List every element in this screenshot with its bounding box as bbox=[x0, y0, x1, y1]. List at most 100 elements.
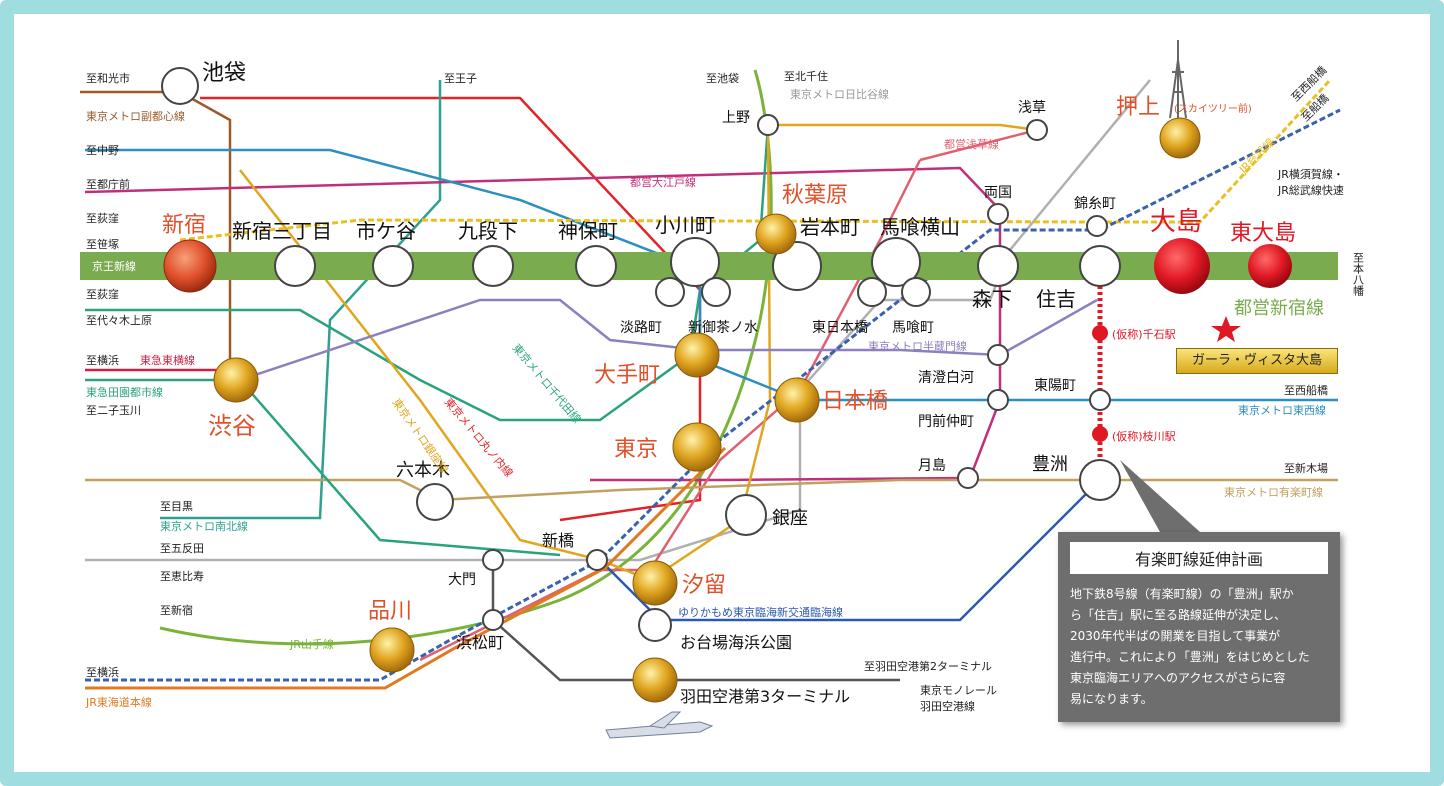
edge-nakano: 至中野 bbox=[86, 144, 119, 157]
station-shinochanomizu[interactable] bbox=[701, 277, 731, 307]
edge-yokosuka: JR横須賀線・ bbox=[1277, 167, 1344, 181]
edge-tokyu: 東急東横線 bbox=[140, 353, 195, 367]
label-oshiage: 押上 bbox=[1116, 95, 1160, 120]
label-kudanshita: 九段下 bbox=[458, 219, 518, 243]
edge-oji: 至王子 bbox=[444, 72, 477, 85]
station-oshiage[interactable] bbox=[1159, 117, 1201, 159]
edge-haneda2: 至羽田空港第2ターミナル bbox=[864, 659, 992, 673]
label-ginza: 銀座 bbox=[772, 508, 808, 529]
station-shimbashi[interactable] bbox=[586, 549, 608, 571]
edge-ebisu: 至恵比寿 bbox=[160, 569, 204, 583]
station-kudanshita[interactable] bbox=[472, 245, 514, 287]
edge-nishifunabashi2: 至西船橋 bbox=[1284, 383, 1328, 397]
station-iwamotocho[interactable] bbox=[772, 241, 822, 291]
label-nihombashi: 日本橋 bbox=[822, 389, 888, 414]
label-sumiyoshi: 住吉 bbox=[1036, 287, 1076, 311]
station-nihombashi[interactable] bbox=[774, 377, 820, 423]
station-daimon[interactable] bbox=[482, 549, 504, 571]
station-shinjuku[interactable] bbox=[163, 239, 217, 293]
edge-yokohama2: 至横浜 bbox=[86, 665, 119, 679]
station-ikebukuro[interactable] bbox=[161, 67, 199, 105]
edge-chiyoda: 東京メトロ千代田線 bbox=[510, 341, 584, 426]
station-shinjuku3[interactable] bbox=[274, 245, 316, 287]
label-toyocho: 東陽町 bbox=[1034, 378, 1076, 394]
edge-fukutoshin: 東京メトロ副都心線 bbox=[86, 109, 185, 123]
label-tsukishima: 月島 bbox=[918, 458, 946, 474]
line-hanzomon bbox=[239, 298, 1098, 382]
station-roppongi[interactable] bbox=[416, 483, 454, 521]
station-awajicho[interactable] bbox=[655, 277, 685, 307]
station-toyosu[interactable] bbox=[1079, 459, 1121, 501]
edge-marunouchi: 東京メトロ丸ノ内線 bbox=[442, 395, 516, 480]
line-hibiya bbox=[85, 79, 1151, 562]
station-higashiojima[interactable] bbox=[1248, 244, 1292, 288]
label-bakuroyokoyama: 馬喰横山 bbox=[880, 215, 960, 239]
station-edagawa[interactable] bbox=[1092, 426, 1108, 442]
station-ogawamachi[interactable] bbox=[670, 237, 720, 287]
station-monzen[interactable] bbox=[987, 389, 1009, 411]
station-odaiba[interactable] bbox=[638, 608, 672, 642]
station-kinshicho[interactable] bbox=[1086, 215, 1108, 237]
station-bakuroyokoyama[interactable] bbox=[871, 237, 921, 287]
station-shibuya[interactable] bbox=[213, 357, 259, 403]
station-ryogoku[interactable] bbox=[987, 203, 1009, 225]
note-line: 東京臨海エリアへのアクセスがさらに容 bbox=[1070, 671, 1286, 685]
edge-hanzomon: 東京メトロ半蔵門線 bbox=[868, 339, 967, 353]
label-ojima: 大島 bbox=[1150, 207, 1202, 237]
edge-yoyogi: 至代々木上原 bbox=[86, 314, 152, 327]
label-shibuya: 渋谷 bbox=[208, 412, 256, 440]
label-otemachi: 大手町 bbox=[594, 363, 660, 388]
extension-note: 有楽町線延伸計画 地下鉄8号線（有楽町線）の「豊洲」駅か ら「住吉」駅に至る路線… bbox=[1058, 532, 1340, 722]
label-daimon: 大門 bbox=[448, 572, 476, 588]
station-kiyosumi[interactable] bbox=[987, 344, 1009, 366]
edge-hibiya: 東京メトロ日比谷線 bbox=[790, 87, 889, 101]
station-sumiyoshi[interactable] bbox=[1079, 245, 1121, 287]
label-awajicho: 淡路町 bbox=[620, 320, 662, 336]
station-tsukishima[interactable] bbox=[957, 467, 979, 489]
station-jimbocho[interactable] bbox=[575, 245, 617, 287]
station-hamamatsucho[interactable] bbox=[482, 609, 504, 631]
station-ojima[interactable] bbox=[1154, 238, 1210, 294]
station-bakurocho[interactable] bbox=[901, 277, 931, 307]
label-shinjuku3: 新宿三丁目 bbox=[232, 219, 332, 243]
edge-namboku: 東京メトロ南北線 bbox=[160, 519, 248, 533]
station-sengoku[interactable] bbox=[1092, 325, 1108, 341]
line-monorail bbox=[491, 560, 900, 682]
label-tokyo: 東京 bbox=[614, 437, 658, 462]
label-ogawamachi: 小川町 bbox=[655, 213, 715, 237]
edge-monorail2: 羽田空港線 bbox=[920, 699, 975, 713]
station-higashinihombashi[interactable] bbox=[857, 277, 887, 307]
label-kiyosumi: 清澄白河 bbox=[918, 370, 974, 386]
label-roppongi-text: 六本木 bbox=[396, 460, 450, 481]
edge-keio: 京王新線 bbox=[92, 259, 136, 273]
skytree-icon bbox=[1169, 40, 1187, 119]
edge-yamanote: JR山手線 bbox=[289, 637, 334, 651]
edge-shinjuku: 至新宿 bbox=[160, 603, 193, 617]
station-shinagawa[interactable] bbox=[369, 627, 415, 673]
station-ueno[interactable] bbox=[757, 114, 779, 136]
note-line: ら「住吉」駅に至る路線延伸が決定し、 bbox=[1070, 608, 1287, 622]
station-toyocho[interactable] bbox=[1089, 389, 1111, 411]
note-pointer bbox=[1120, 460, 1200, 532]
edge-futako: 至二子玉川 bbox=[86, 404, 141, 417]
station-shiodome[interactable] bbox=[632, 560, 678, 606]
station-ichigaya[interactable] bbox=[372, 245, 414, 287]
station-tokyo[interactable] bbox=[672, 422, 722, 472]
edge-tozai: 東京メトロ東西線 bbox=[1238, 403, 1326, 417]
station-haneda3[interactable] bbox=[632, 657, 678, 703]
note-line: 地下鉄8号線（有楽町線）の「豊洲」駅か bbox=[1070, 587, 1294, 601]
station-akihabara[interactable] bbox=[755, 213, 797, 255]
label-ichigaya: 市ケ谷 bbox=[356, 219, 416, 243]
label-shiodome: 汐留 bbox=[682, 573, 726, 598]
station-otemachi[interactable] bbox=[674, 332, 720, 378]
station-ginza[interactable] bbox=[725, 494, 767, 536]
edge-motoyawata: 至本八幡 bbox=[1352, 252, 1365, 297]
label-shinagawa: 品川 bbox=[368, 599, 412, 624]
edge-shinkiba: 至新木場 bbox=[1284, 461, 1328, 475]
station-asakusa[interactable] bbox=[1026, 119, 1048, 141]
label-higashiojima: 東大島 bbox=[1230, 221, 1296, 246]
station-morishita[interactable] bbox=[977, 245, 1019, 287]
edge-tochomae: 至都庁前 bbox=[86, 177, 130, 191]
label-bakurocho: 馬喰町 bbox=[892, 320, 934, 336]
